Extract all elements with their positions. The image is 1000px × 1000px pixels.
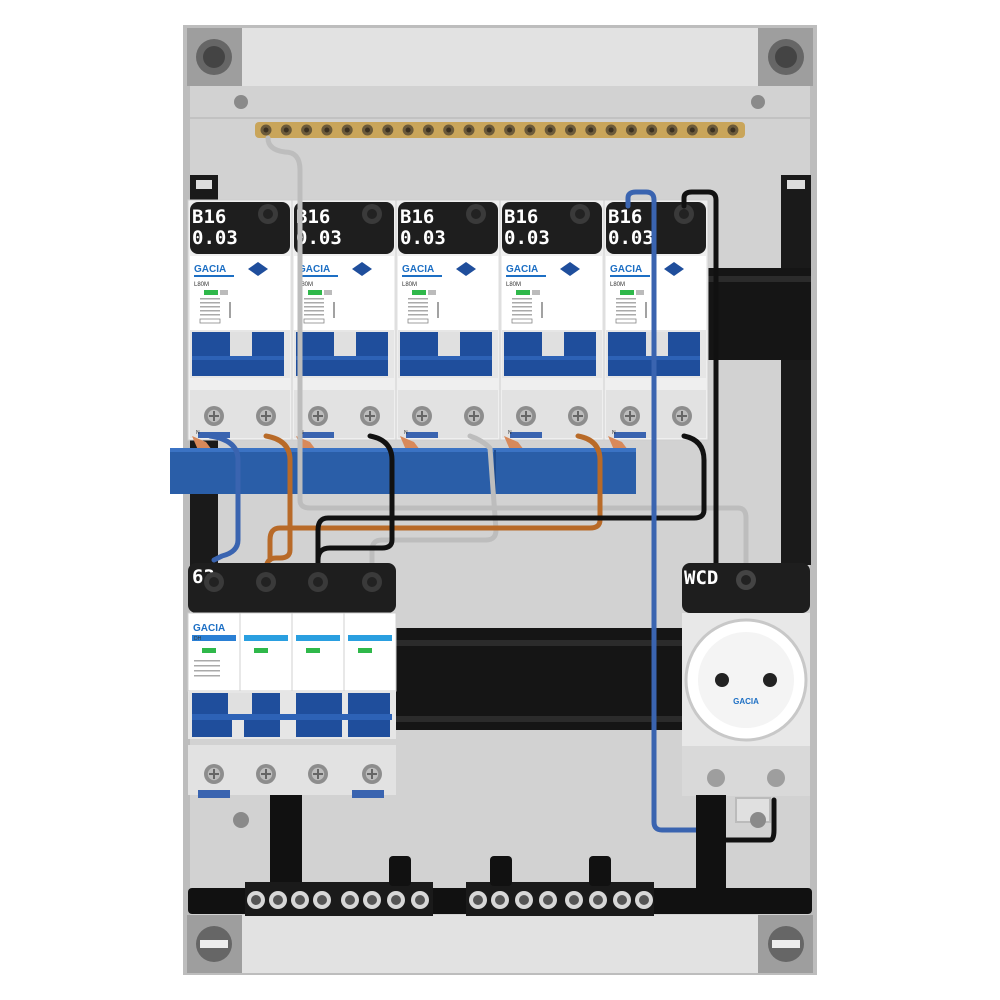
black-wire-2 — [315, 433, 707, 563]
socket-pin-right — [763, 673, 777, 687]
brand-logo: GACIA — [402, 264, 434, 275]
status-indicator — [306, 648, 320, 653]
neutral-wire-blue — [625, 189, 715, 833]
rcbo-trip-current: 0.03 — [504, 227, 550, 249]
rcbo-row: B160.03GACIAL80MNB160.03GACIAL80MNB160.0… — [187, 199, 709, 450]
status-indicator — [516, 290, 530, 295]
rcbo-trip-current: 0.03 — [400, 227, 446, 249]
main-switch-label-cap — [188, 563, 396, 613]
brand-logo: GACIA — [610, 264, 642, 275]
rcbo-rating: B16 — [192, 206, 226, 228]
wcd-socket[interactable]: WCD GACIA — [682, 563, 810, 796]
rcbo-trip-current: 0.03 — [608, 227, 654, 249]
rcbo-model: L80M — [610, 282, 625, 288]
neutral-marker: N — [508, 430, 512, 436]
neutral-busbar — [255, 122, 745, 138]
brand-logo: GACIA — [193, 623, 225, 634]
terminal-screws — [247, 891, 653, 909]
neutral-marker: N — [196, 430, 200, 436]
brand-diamond-icon — [352, 262, 372, 276]
brand-diamond-icon — [664, 262, 684, 276]
din-rail-top — [708, 268, 811, 360]
brand-diamond-icon — [248, 262, 268, 276]
rcbo-model: L80M — [402, 282, 417, 288]
rcbo-model: L80M — [298, 282, 313, 288]
breaker-toggle[interactable] — [192, 332, 234, 376]
brand-logo: GACIA — [298, 264, 330, 275]
rcbo-rating: B16 — [608, 206, 642, 228]
socket-pin-left — [715, 673, 729, 687]
rcbo-trip-current: 0.03 — [192, 227, 238, 249]
rcbo-rating: B16 — [400, 206, 434, 228]
status-indicator — [358, 648, 372, 653]
busbar-screws — [260, 124, 739, 136]
brand-diamond-icon — [456, 262, 476, 276]
corner-mount-tl — [187, 28, 242, 86]
neutral-wire-blue-2 — [207, 433, 241, 563]
breaker-toggle[interactable] — [296, 332, 338, 376]
corner-mount-bl — [187, 915, 242, 973]
blue-comb-rail — [170, 448, 636, 494]
copper-wire-2 — [267, 433, 603, 563]
socket-label: WCD — [684, 567, 718, 589]
socket-brand: GACIA — [733, 697, 759, 706]
breaker-toggle[interactable] — [400, 332, 442, 376]
status-indicator — [202, 648, 216, 653]
brand-logo: GACIA — [506, 264, 538, 275]
status-indicator — [412, 290, 426, 295]
grey-wire-2 — [369, 433, 499, 573]
status-indicator — [308, 290, 322, 295]
corner-mount-br — [758, 915, 813, 973]
breaker-toggle[interactable] — [608, 332, 650, 376]
corner-mount-tr — [758, 28, 813, 86]
breaker-toggle[interactable] — [504, 332, 546, 376]
rcbo-model: L80M — [194, 282, 209, 288]
status-indicator — [254, 648, 268, 653]
top-cover — [242, 28, 758, 86]
rcbo-rating: B16 — [296, 206, 330, 228]
status-indicator — [620, 290, 634, 295]
neutral-marker: N — [404, 430, 408, 436]
rcbo-trip-current: 0.03 — [296, 227, 342, 249]
status-indicator — [204, 290, 218, 295]
neutral-marker: N — [612, 430, 616, 436]
grey-wire-1 — [265, 135, 749, 573]
bottom-cover — [242, 915, 758, 973]
copper-wire-1 — [263, 433, 293, 583]
wiring — [207, 135, 777, 843]
rcbo-model: L80M — [506, 282, 521, 288]
main-switch-model: DH — [194, 636, 202, 642]
brand-diamond-icon — [560, 262, 580, 276]
rcbo-rating: B16 — [504, 206, 538, 228]
brand-logo: GACIA — [194, 264, 226, 275]
black-wire-3 — [681, 189, 777, 843]
